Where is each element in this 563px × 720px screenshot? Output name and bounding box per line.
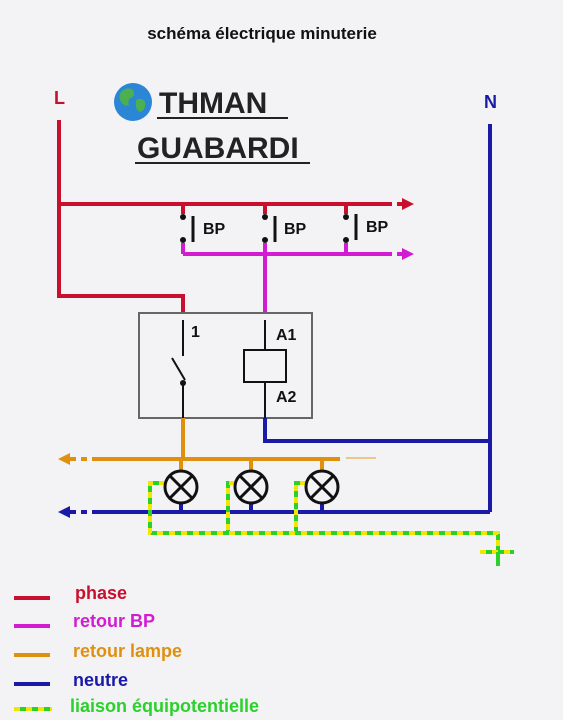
contact-label: 1 (191, 324, 200, 341)
pushbutton-3 (343, 214, 358, 243)
pushbutton-label: BP (284, 221, 307, 238)
pushbutton-label: BP (366, 219, 389, 236)
pushbutton-2 (262, 214, 277, 243)
timer-coil (243, 320, 287, 418)
phase-terminal-label: L (54, 88, 65, 108)
contact-pivot (180, 380, 186, 386)
retour-lampe-wires (70, 418, 340, 471)
globe-icon (114, 83, 152, 121)
legend-label-phase: phase (75, 583, 127, 603)
retour-lampe-arrow (58, 453, 70, 465)
lamp-1 (163, 469, 199, 505)
coil-input-label: A1 (276, 327, 297, 344)
coil-output-label: A2 (276, 389, 297, 406)
legend: phase retour BP retour lampe neutre liai… (14, 583, 259, 716)
lamp-3 (304, 469, 340, 505)
legend-label-earth: liaison équipotentielle (70, 696, 259, 716)
legend-label-retour-lampe: retour lampe (73, 641, 182, 661)
timer-contact (171, 320, 186, 418)
retour-bp-arrow (402, 248, 414, 260)
brand-line1: THMAN (159, 87, 267, 120)
retour-bp-wires (181, 243, 402, 320)
legend-label-retour-bp: retour BP (73, 611, 155, 631)
neutral-arrow (58, 506, 70, 518)
lamp-2 (233, 469, 269, 505)
pushbutton-label: BP (203, 221, 226, 238)
diagram-title: schéma électrique minuterie (147, 24, 377, 43)
phase-arrow (402, 198, 414, 210)
earth-bond-wires (148, 481, 514, 566)
brand-line2: GUABARDI (137, 132, 299, 165)
timer-module (138, 312, 313, 419)
pushbutton-1 (180, 214, 195, 243)
legend-label-neutre: neutre (73, 670, 128, 690)
neutral-terminal-label: N (484, 92, 497, 112)
phase-wires (57, 120, 402, 320)
